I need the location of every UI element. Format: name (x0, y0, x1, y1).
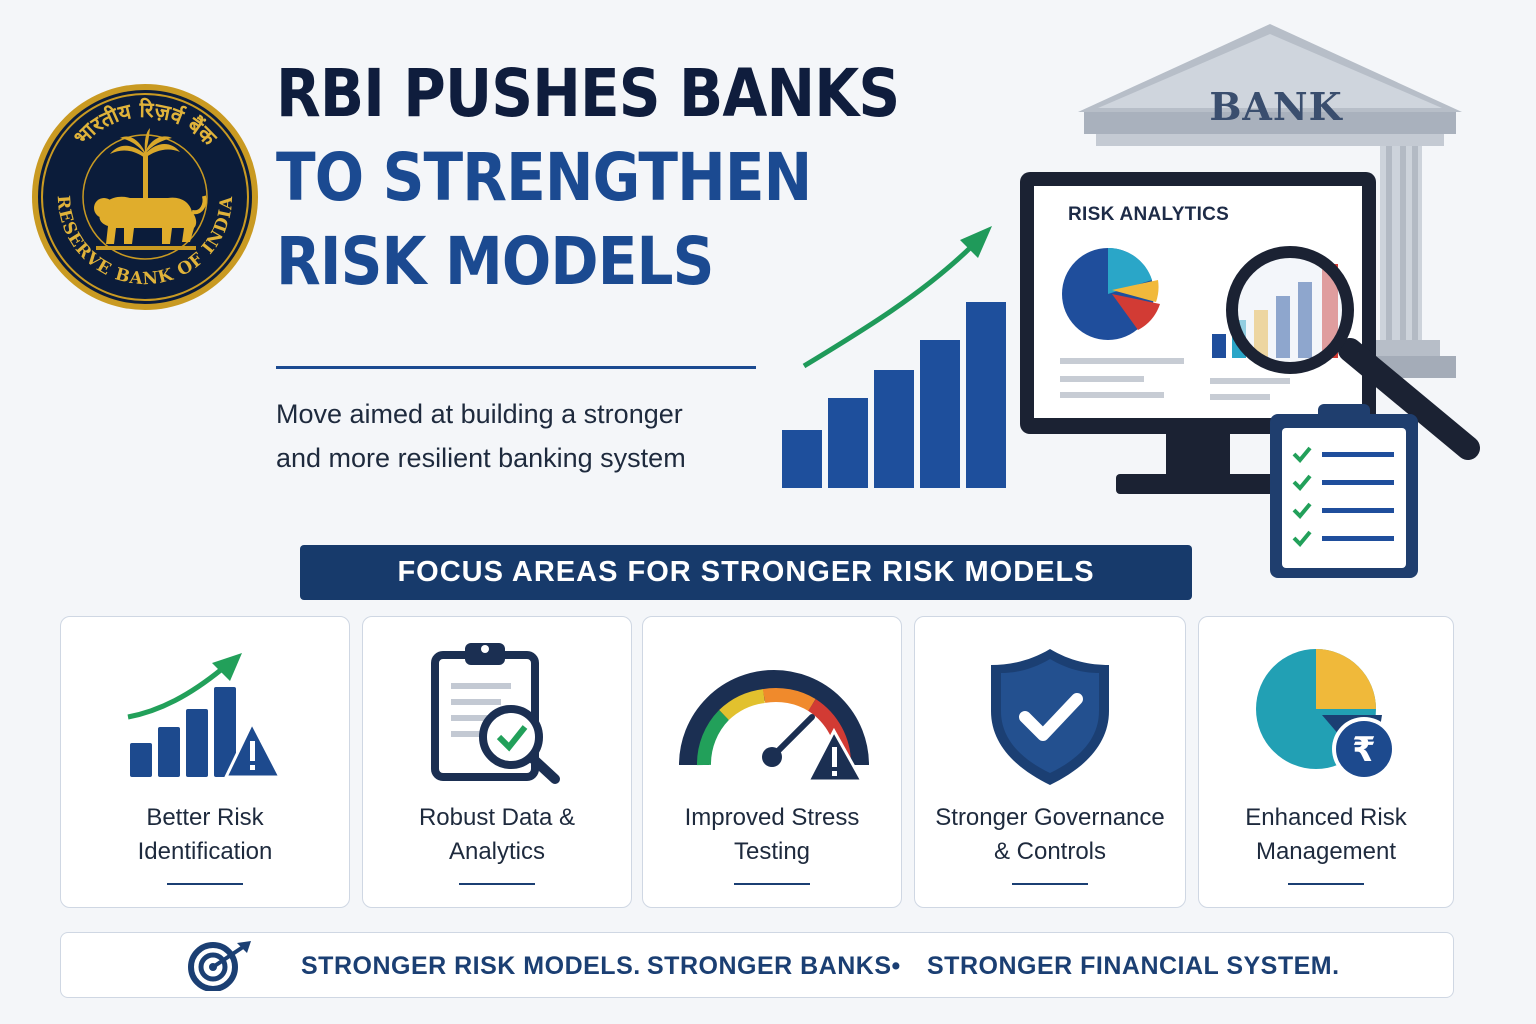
card-label-line-1: Improved Stress (684, 804, 860, 831)
card-label-line-1: Stronger Governance (935, 804, 1165, 831)
bar-chart-warning-icon (127, 653, 283, 779)
card-underline (459, 883, 535, 885)
card-improved-stress-testing: Improved Stress Testing (642, 616, 902, 908)
subtitle-line-2: and more resilient banking system (276, 443, 686, 473)
banking-analytics-illustration (782, 24, 1480, 578)
headline-line-1: RBI PUSHES BANKS (276, 55, 900, 132)
card-underline (167, 883, 243, 885)
headline-line-3: RISK MODELS (276, 223, 714, 300)
card-label-line-2: & Controls (993, 838, 1107, 865)
card-label-line-2: Testing (733, 838, 811, 865)
card-enhanced-risk-management: ₹ Enhanced Risk Management (1198, 616, 1454, 908)
footer-text-3: STRONGER FINANCIAL SYSTEM. (927, 952, 1340, 980)
bank-sign: BANK (1209, 84, 1343, 129)
card-better-risk-identification: Better Risk Identification (60, 616, 350, 908)
card-label-line-2: Identification (137, 838, 273, 865)
focus-areas-banner: FOCUS AREAS FOR STRONGER RISK MODELS (300, 545, 1192, 600)
card-underline (1288, 883, 1364, 885)
tiger-emblem (94, 195, 207, 244)
headline-line-2: TO STRENGTHEN (276, 139, 812, 216)
svg-text:₹: ₹ (1352, 730, 1376, 770)
card-label-line-1: Enhanced Risk (1245, 804, 1407, 831)
rbi-seal-logo: भारतीय रिज़र्व बैंक RESERVE BANK OF INDI… (32, 84, 258, 310)
card-label-line-2: Analytics (448, 838, 546, 865)
card-label-line-1: Robust Data & (418, 804, 576, 831)
clipboard-search-icon (431, 643, 560, 784)
card-robust-data-analytics: Robust Data & Analytics (362, 616, 632, 908)
footer-text-1: STRONGER RISK MODELS. (301, 952, 641, 980)
growth-bar-chart (782, 226, 1006, 488)
subtitle: Move aimed at building a stronger and mo… (276, 392, 756, 480)
monitor-title: RISK ANALYTICS (1068, 204, 1230, 225)
card-label-line-1: Better Risk (146, 804, 264, 831)
magnifier-icon (1226, 246, 1480, 460)
card-underline (1012, 883, 1088, 885)
card-underline (734, 883, 810, 885)
headline: RBI PUSHES BANKS TO STRENGTHEN RISK MODE… (276, 52, 910, 304)
clipboard-checklist-icon (1270, 404, 1418, 578)
footer-tagline: STRONGER RISK MODELS. STRONGER BANKS• ST… (60, 932, 1454, 998)
palm-tree-emblem (110, 128, 180, 202)
subtitle-line-1: Move aimed at building a stronger (276, 399, 683, 429)
gauge-warning-icon (679, 670, 869, 783)
card-stronger-governance-controls: Stronger Governance & Controls (914, 616, 1186, 908)
headline-divider (276, 366, 756, 369)
footer-text-2: STRONGER BANKS• (647, 952, 901, 980)
card-label-line-2: Management (1255, 838, 1397, 865)
bank-building-icon (1078, 24, 1462, 378)
target-icon (188, 941, 251, 991)
shield-check-icon (991, 649, 1109, 785)
pie-rupee-icon: ₹ (1256, 649, 1396, 781)
